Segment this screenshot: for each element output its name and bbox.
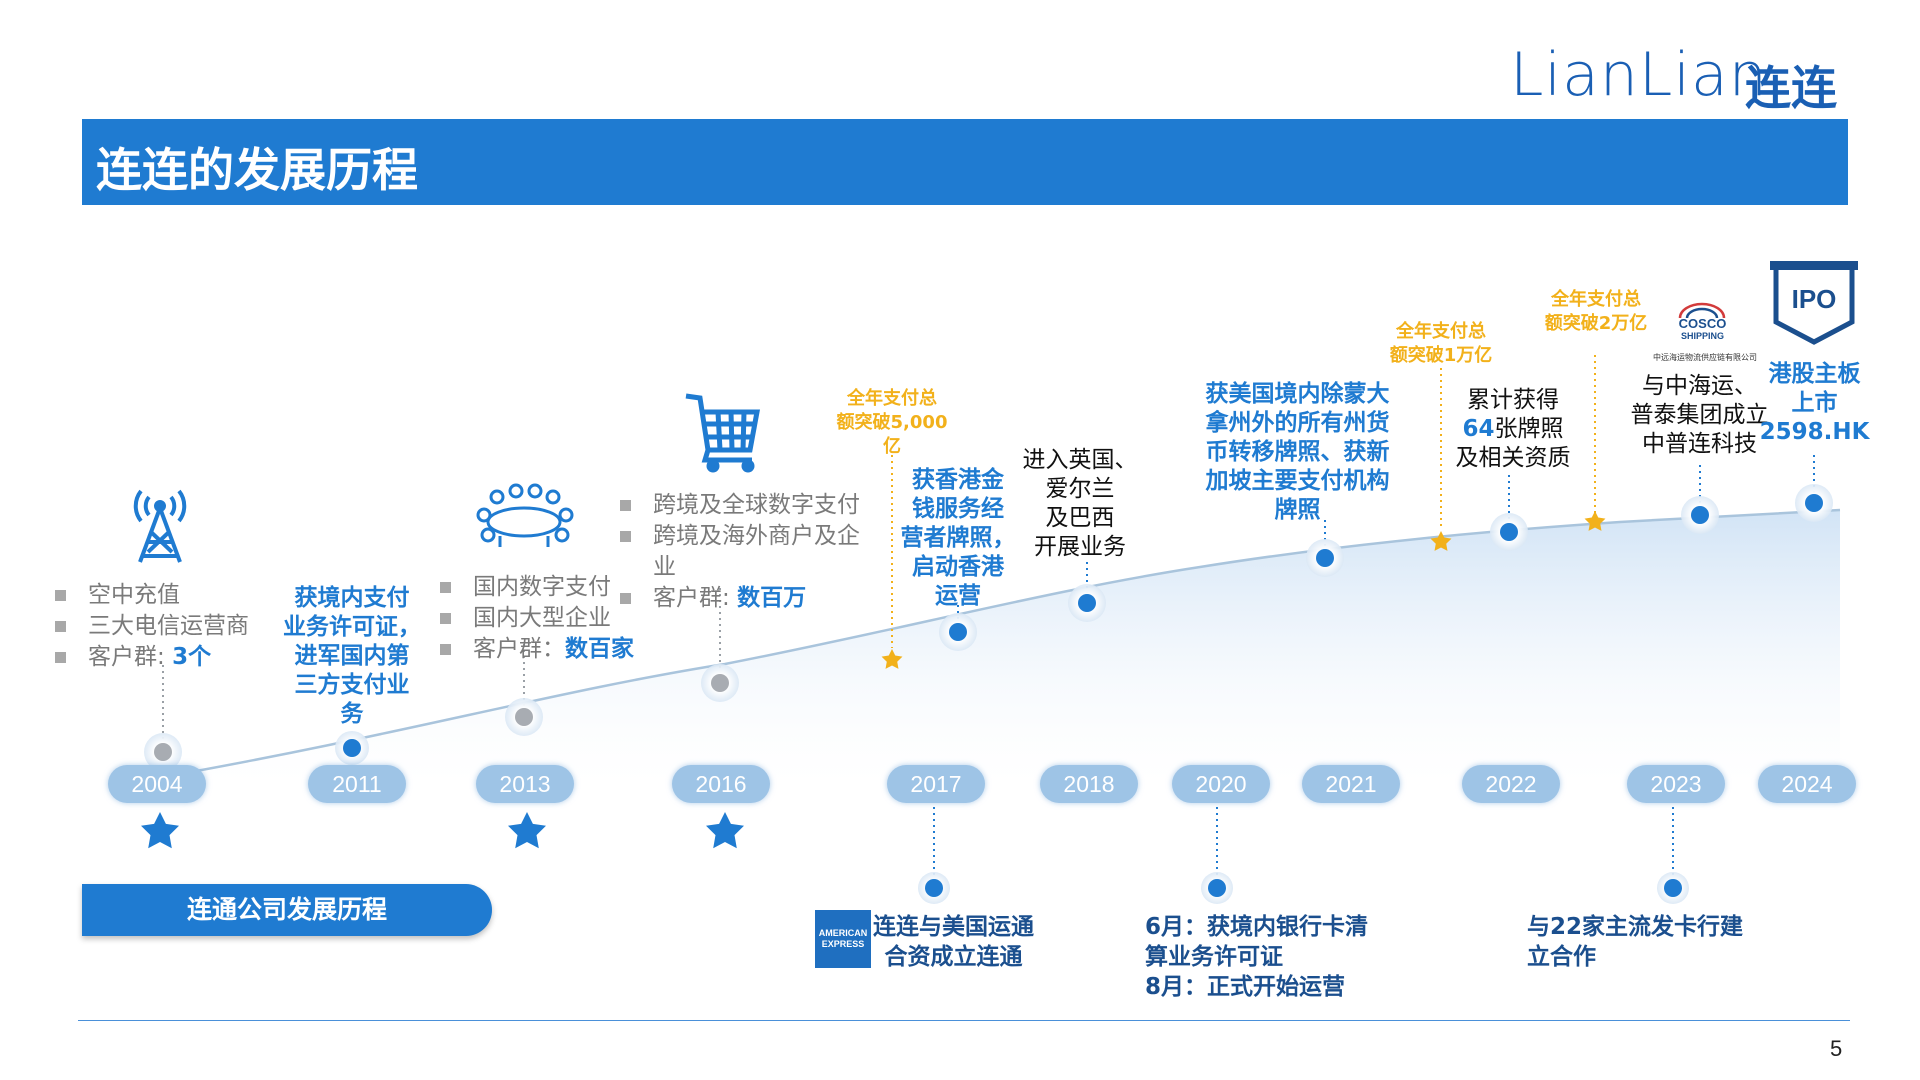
grey-dots <box>144 664 739 771</box>
ipo-badge-icon <box>1770 261 1858 345</box>
year-2013: 2013 <box>476 765 574 803</box>
cosco-caption: 中远海运物流供应链有限公司 <box>1653 353 1757 362</box>
year-2021: 2021 <box>1302 765 1400 803</box>
year-2011: 2011 <box>308 765 406 803</box>
growth-area <box>163 510 1840 785</box>
year-2020: 2020 <box>1172 765 1270 803</box>
year-2017: 2017 <box>887 765 985 803</box>
lianlian-tong-badge: 连通公司发展历程 <box>82 884 492 936</box>
milestone-2021-volume: 全年支付总额突破1万亿 <box>1389 321 1493 366</box>
milestone-2017: 获香港金钱服务经营者牌照，启动香港运营 <box>900 467 1016 609</box>
blue-dots <box>335 484 1833 904</box>
milestone-2022: 累计获得 64张牌照 及相关资质 <box>1455 387 1571 471</box>
year-2004: 2004 <box>108 765 206 803</box>
milestone-2011: 获境内支付业务许可证，进军国内第三方支付业务 <box>283 585 421 727</box>
milestone-2016: 跨境及全球数字支付 跨境及海外商户及企业 客户群: 数百万 <box>620 490 882 614</box>
year-2018: 2018 <box>1040 765 1138 803</box>
event-2017-lower: 连连与美国运通合资成立连通 <box>873 914 1034 970</box>
year-2024: 2024 <box>1758 765 1856 803</box>
footer-divider <box>78 1020 1850 1021</box>
cosco-logo-icon <box>1678 302 1726 319</box>
milestone-2021: 获美国境内除蒙大拿州外的所有州货币转移牌照、获新加坡主要支付机构牌照 <box>1205 381 1390 523</box>
logo-chinese: 连连 <box>1745 61 1837 115</box>
logo-wordmark: LianLian <box>1510 40 1768 110</box>
antenna-icon <box>133 489 187 563</box>
year-2016: 2016 <box>672 765 770 803</box>
year-2022: 2022 <box>1462 765 1560 803</box>
milestone-2018: 进入英国、爱尔兰及巴西开展业务 <box>1022 447 1138 560</box>
amex-logo: AMERICAN EXPRESS <box>815 910 871 968</box>
title-bar <box>82 119 1848 205</box>
milestone-2004: 空中充值 三大电信运营商 客户群: 3个 <box>55 580 249 673</box>
milestone-2023: 与中海运、普泰集团成立中普连科技 <box>1630 373 1769 457</box>
ipo-badge-label: IPO <box>1791 284 1837 314</box>
gold-stars <box>881 511 1606 669</box>
milestone-2022-volume: 全年支付总额突破2万亿 <box>1544 289 1648 334</box>
conference-table-icon <box>476 483 574 547</box>
event-2023-lower: 与22家主流发卡行建立合作 <box>1527 914 1744 970</box>
page-number: 5 <box>1830 1036 1843 1061</box>
page-title: 连连的发展历程 <box>96 143 418 197</box>
cosco-logo: COSCO SHIPPING <box>1678 316 1727 341</box>
milestone-2013: 国内数字支付 国内大型企业 客户群：数百家 <box>440 572 634 665</box>
shopping-cart-icon <box>685 393 761 473</box>
blue-stars <box>141 812 744 849</box>
year-2023: 2023 <box>1627 765 1725 803</box>
